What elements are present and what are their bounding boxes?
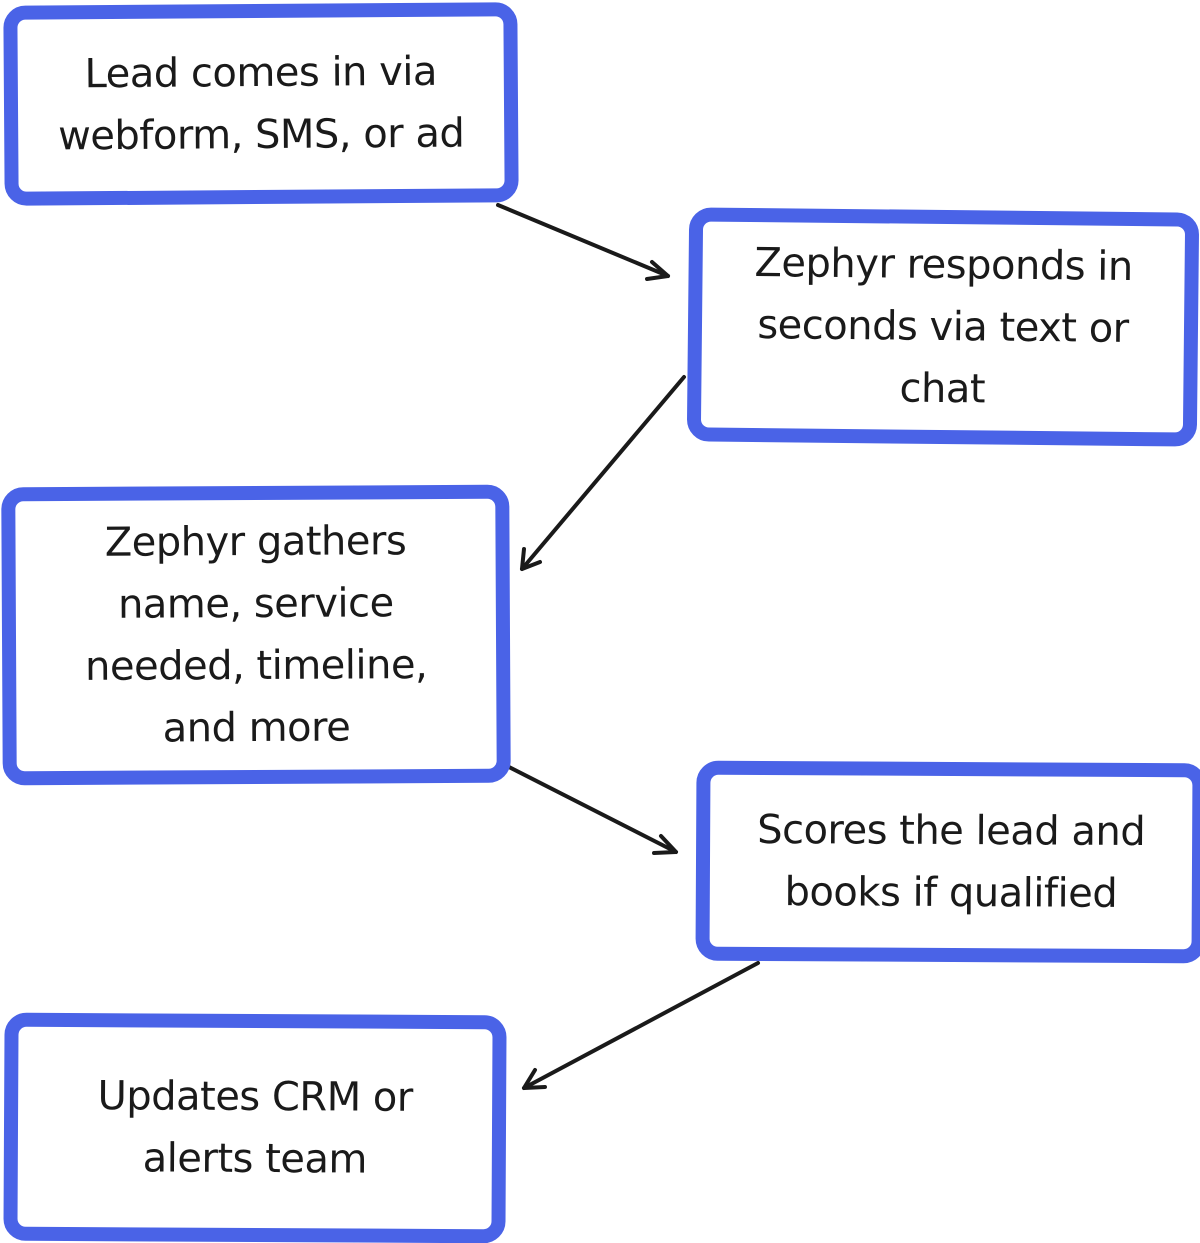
step-label: Zephyr gathers name, service needed, tim… [84, 518, 428, 752]
step-label: Scores the lead and books if qualified [757, 806, 1146, 917]
step-label: Updates CRM or alerts team [97, 1073, 413, 1183]
step-label: Zephyr responds in seconds via text or c… [754, 240, 1133, 413]
arrow-step-2-to-step-3 [520, 375, 686, 571]
arrow-step-1-to-step-2 [496, 203, 670, 281]
step-label: Lead comes in via webform, SMS, or ad [57, 48, 465, 160]
step-box-lead-comes-in: Lead comes in via webform, SMS, or ad [3, 2, 519, 206]
arrow-step-4-to-step-5 [522, 961, 760, 1090]
step-box-scores-lead: Scores the lead and books if qualified [695, 760, 1200, 964]
step-box-zephyr-responds: Zephyr responds in seconds via text or c… [686, 207, 1200, 447]
step-box-updates-crm: Updates CRM or alerts team [3, 1012, 507, 1243]
arrow-step-3-to-step-4 [503, 763, 678, 855]
step-box-zephyr-gathers: Zephyr gathers name, service needed, tim… [1, 484, 511, 786]
